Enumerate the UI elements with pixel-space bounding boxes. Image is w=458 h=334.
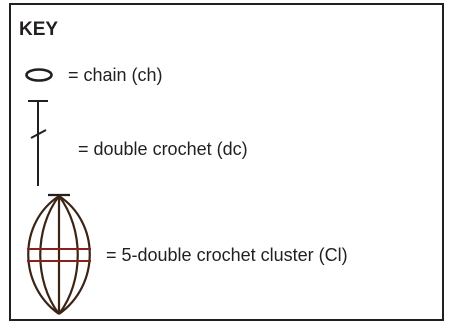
chain-label: = chain (ch)	[68, 65, 163, 85]
stitch-key-box	[9, 3, 444, 321]
key-title: KEY	[19, 19, 59, 40]
double-crochet-label: = double crochet (dc)	[78, 139, 248, 159]
cluster-icon	[27, 193, 91, 315]
double-crochet-icon	[28, 100, 48, 186]
chain-oval-icon	[25, 68, 53, 82]
cluster-label: = 5-double crochet cluster (Cl)	[106, 245, 348, 265]
